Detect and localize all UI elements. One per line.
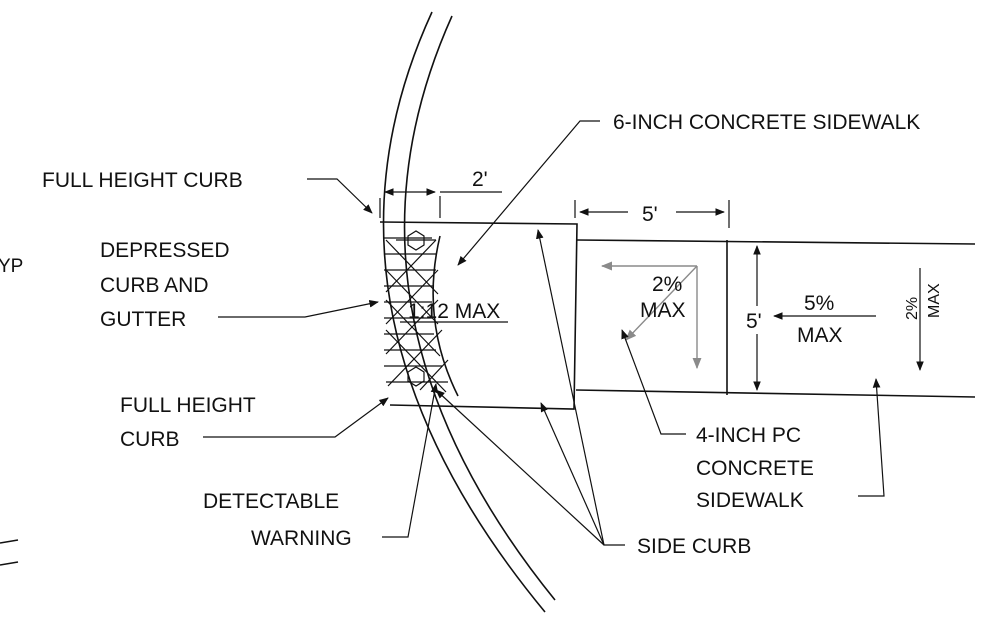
label-warning: WARNING bbox=[251, 527, 352, 550]
label-gutter: GUTTER bbox=[100, 308, 186, 331]
label-concrete: CONCRETE bbox=[696, 457, 814, 480]
sidewalk-slope-pct: 5% bbox=[804, 292, 834, 315]
outer-curb-arc bbox=[382, 11, 546, 613]
label-typ-fragment: YP bbox=[0, 256, 23, 277]
cross-slope-pct: 2% bbox=[904, 297, 921, 320]
landing-slope-pct: 2% bbox=[652, 273, 682, 296]
ramp-slope-annotation: 1:12 MAX bbox=[400, 300, 508, 323]
ramp-slope-label: 1:12 MAX bbox=[408, 300, 500, 323]
dimension-5ft-vertical: 5' bbox=[746, 245, 762, 391]
label-sidewalk: SIDEWALK bbox=[696, 489, 804, 512]
label-side-curb: SIDE CURB bbox=[637, 535, 751, 558]
cross-slope-max: MAX bbox=[926, 283, 943, 318]
sidewalk-bottom-edge bbox=[575, 389, 976, 398]
leader-detectable-warning: DETECTABLE WARNING bbox=[203, 383, 439, 550]
label-full-height: FULL HEIGHT bbox=[120, 394, 256, 417]
leader-6in-sidewalk: 6-INCH CONCRETE SIDEWALK bbox=[457, 111, 920, 266]
ramp-inner-curve bbox=[432, 235, 459, 397]
dim-5ft-h-label: 5' bbox=[642, 203, 658, 226]
label-4in-pc: 4-INCH PC bbox=[696, 424, 801, 447]
label-detectable: DETECTABLE bbox=[203, 490, 339, 513]
inner-curb-arc bbox=[403, 15, 556, 601]
ramp-outline bbox=[379, 221, 578, 410]
edge-fragment-top bbox=[0, 539, 19, 544]
sidewalk-slope-annotation: 5% MAX bbox=[773, 292, 876, 347]
label-full-height-curb-top: FULL HEIGHT CURB bbox=[42, 169, 243, 192]
label-curb-and: CURB AND bbox=[100, 274, 209, 297]
landing-slope-annotation: 2% MAX bbox=[600, 261, 702, 370]
detectable-warning-pattern bbox=[384, 230, 449, 393]
landing-slope-max: MAX bbox=[640, 299, 686, 322]
label-depressed: DEPRESSED bbox=[100, 239, 230, 262]
sidewalk-slope-max: MAX bbox=[797, 324, 843, 347]
label-6in-concrete-sidewalk: 6-INCH CONCRETE SIDEWALK bbox=[613, 111, 920, 134]
edge-fragment-bottom bbox=[0, 561, 19, 566]
leader-side-curb: SIDE CURB bbox=[435, 229, 751, 558]
dim-2ft-label: 2' bbox=[472, 168, 488, 191]
leader-pc-sidewalk: 4-INCH PC CONCRETE SIDEWALK bbox=[621, 329, 885, 512]
leader-full-height-curb-top: FULL HEIGHT CURB bbox=[42, 169, 373, 214]
dimension-5ft-horizontal: 5' bbox=[574, 200, 730, 228]
leader-depressed-curb: DEPRESSED CURB AND GUTTER bbox=[100, 239, 379, 331]
dimension-2ft: 2' bbox=[379, 168, 502, 218]
cross-slope-annotation: 2% MAX bbox=[904, 268, 943, 371]
leader-full-height-curb-bottom: FULL HEIGHT CURB bbox=[120, 394, 389, 451]
dim-5ft-v-label: 5' bbox=[746, 310, 762, 333]
sidewalk-top-edge bbox=[576, 239, 976, 245]
label-curb: CURB bbox=[120, 428, 180, 451]
